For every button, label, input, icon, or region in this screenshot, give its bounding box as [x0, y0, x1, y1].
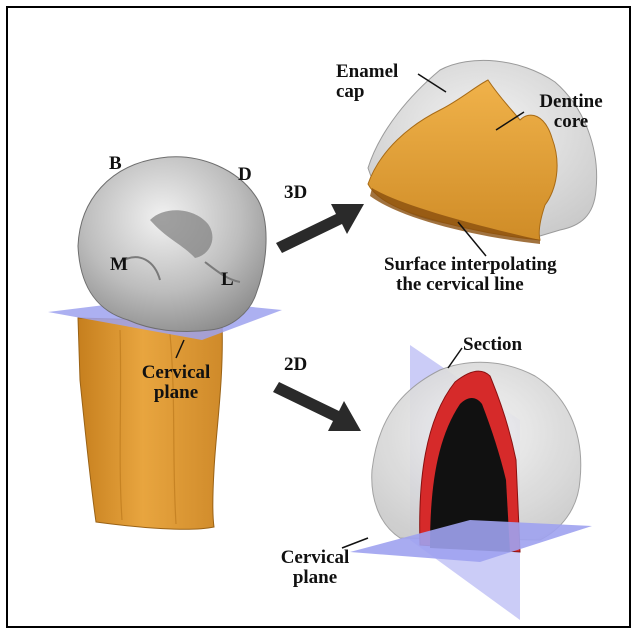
- label-buccal: B: [109, 154, 122, 174]
- left-tooth: [48, 157, 282, 529]
- label-dentine-core: Dentine core: [526, 92, 616, 132]
- surface-line2: the cervical line: [384, 275, 557, 295]
- enamel-cap-line1: Enamel: [336, 62, 398, 82]
- surface-line1: Surface interpolating: [384, 255, 557, 275]
- tooth-root: [78, 318, 222, 529]
- enamel-cap-line2: cap: [336, 82, 398, 102]
- label-3d: 3D: [284, 183, 307, 203]
- cervical-plane-left-line1: Cervical: [122, 363, 230, 383]
- label-surface-interpolating: Surface interpolating the cervical line: [384, 255, 557, 295]
- label-enamel-cap: Enamel cap: [336, 62, 398, 102]
- panel-2d: [342, 345, 592, 620]
- label-lingual: L: [221, 270, 234, 290]
- label-cervical-plane-left: Cervical plane: [122, 363, 230, 403]
- label-distal: D: [238, 165, 252, 185]
- cervical-plane-left-line2: plane: [122, 383, 230, 403]
- panel-3d: [368, 60, 597, 256]
- cervical-plane-right-line2: plane: [261, 568, 369, 588]
- label-2d: 2D: [284, 355, 307, 375]
- dentine-core-line2: core: [526, 112, 616, 132]
- cervical-plane-2d: [350, 520, 592, 562]
- label-cervical-plane-right: Cervical plane: [261, 548, 369, 588]
- label-section: Section: [463, 335, 522, 355]
- cervical-plane-right-line1: Cervical: [261, 548, 369, 568]
- dentine-core-line1: Dentine: [526, 92, 616, 112]
- arrow-3d-icon: [276, 204, 364, 253]
- label-mesial: M: [110, 255, 128, 275]
- arrow-2d-icon: [273, 382, 361, 431]
